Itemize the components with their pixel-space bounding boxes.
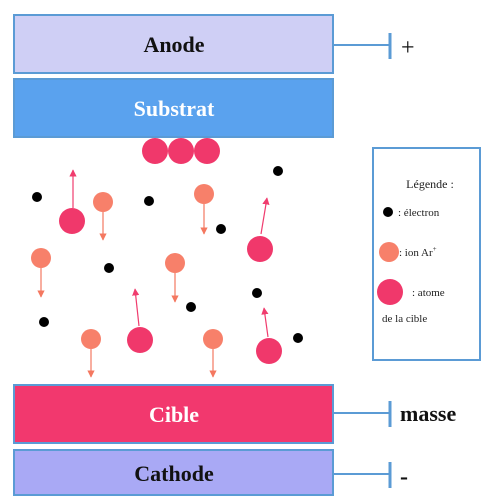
argon-ions <box>31 184 223 378</box>
substrat-label: Substrat <box>134 96 215 121</box>
argon-ion <box>81 329 101 378</box>
electron <box>252 288 262 298</box>
deposited-atom <box>168 138 194 164</box>
legend-electron-label: : électron <box>398 207 440 219</box>
deposited-atoms <box>142 138 220 164</box>
cathode-label: Cathode <box>134 461 214 486</box>
electron <box>39 317 49 327</box>
cathode-terminal-label: - <box>400 464 408 490</box>
anode-layer: Anode <box>13 14 334 74</box>
target-atom <box>59 169 85 234</box>
deposited-atom <box>194 138 220 164</box>
cible-layer: Cible <box>13 384 334 444</box>
anode-label: Anode <box>143 32 204 57</box>
anode-terminal: + <box>333 33 415 61</box>
legend-atom-label-2: de la cible <box>382 313 427 325</box>
electron <box>32 192 42 202</box>
legend: Légende : : électron : ion Ar+ : atome d… <box>372 147 481 361</box>
electron <box>216 224 226 234</box>
substrat-layer: Substrat <box>13 78 334 138</box>
legend-atom-swatch <box>377 279 403 305</box>
argon-ion <box>31 248 51 298</box>
electron <box>293 333 303 343</box>
legend-ion-label: : ion Ar <box>399 247 433 259</box>
argon-ion <box>165 253 185 303</box>
cathode-terminal: - <box>333 462 408 490</box>
electrons <box>32 166 303 343</box>
target-atom <box>127 288 153 353</box>
legend-atom-label-1: : atome <box>412 287 445 299</box>
legend-electron-swatch <box>383 207 393 217</box>
argon-ion <box>93 192 113 241</box>
anode-terminal-label: + <box>401 35 415 61</box>
electron <box>104 263 114 273</box>
target-atoms <box>59 169 282 364</box>
legend-ion-swatch <box>379 242 399 262</box>
svg-text:: ion Ar+: : ion Ar+ <box>399 245 437 259</box>
argon-ion <box>194 184 214 235</box>
cible-terminal: masse <box>333 401 456 427</box>
legend-title: Légende : <box>406 177 454 191</box>
legend-ion-superscript: + <box>433 245 437 253</box>
target-atom <box>256 307 282 364</box>
argon-ion <box>203 329 223 378</box>
deposited-atom <box>142 138 168 164</box>
electron <box>144 196 154 206</box>
cible-terminal-label: masse <box>400 401 456 426</box>
electron <box>273 166 283 176</box>
cible-label: Cible <box>149 402 199 427</box>
cathode-layer: Cathode <box>13 449 334 496</box>
electron <box>186 302 196 312</box>
target-atom <box>247 197 273 262</box>
